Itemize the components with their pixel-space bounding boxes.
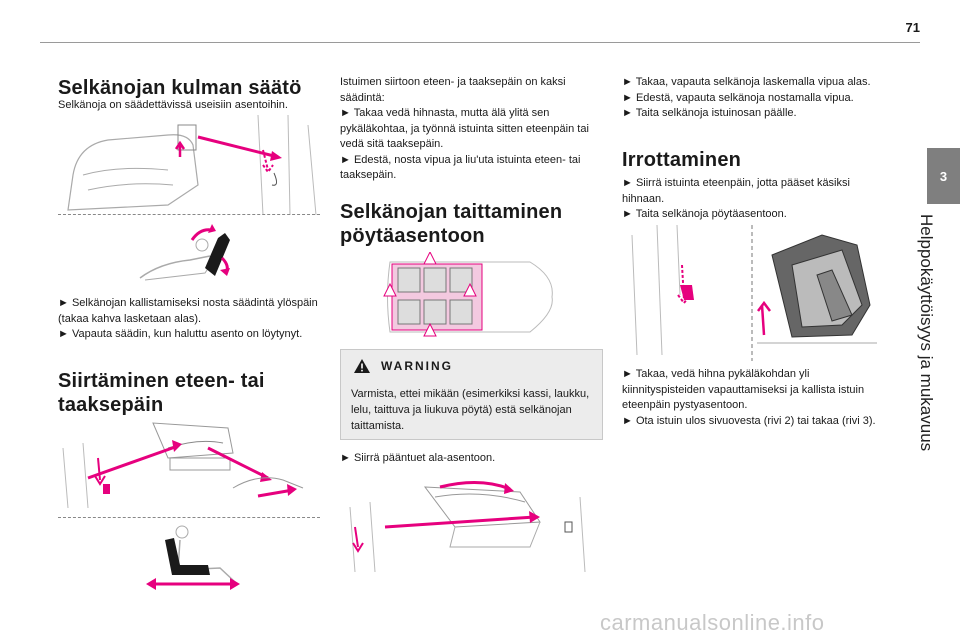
removal-final-2: ► Ota istuin ulos sivuovesta (rivi 2) ta… <box>622 414 876 427</box>
fold-step-1: ► Takaa, vapauta selkänoja laskemalla vi… <box>622 76 871 88</box>
steps-backrest: ► Selkänojan kallistamiseksi nosta säädi… <box>58 296 320 343</box>
warning-box: WARNING Varmista, ettei mikään (esimerki… <box>340 349 603 440</box>
header-rule <box>40 42 920 43</box>
steps-removal: ► Siirrä istuinta eteenpäin, jotta pääse… <box>622 176 884 223</box>
illustration-seat-layout-top <box>383 252 553 337</box>
steps-slide: Istuimen siirtoon eteen- ja taaksepäin o… <box>340 75 602 184</box>
slide-step-2: ► Edestä, nosta vipua ja liu'uta istuint… <box>340 153 581 182</box>
divider-dashed <box>58 214 320 215</box>
removal-step-2: ► Taita selkänoja pöytäasentoon. <box>622 208 787 220</box>
page-number: 71 <box>905 20 920 35</box>
heading-backrest-angle: Selkänojan kulman säätö <box>58 77 302 99</box>
slide-step-1: ► Takaa vedä hihnasta, mutta älä ylitä s… <box>340 107 589 150</box>
heading-table-position: Selkänojan taittaminen pöytäasentoon <box>340 201 563 247</box>
illustration-seat-recline <box>139 224 230 281</box>
removal-final-1: ► Takaa, vedä hihna pykäläkohdan yli kii… <box>622 368 865 411</box>
chapter-tab[interactable]: 3 <box>927 148 960 204</box>
illustration-seat-forward-back <box>146 525 240 590</box>
illustration-backrest-lever <box>67 115 317 215</box>
illustration-fold-backrest <box>349 480 586 573</box>
watermark: carmanualsonline.info <box>600 610 825 635</box>
slide-intro: Istuimen siirtoon eteen- ja taaksepäin o… <box>340 76 566 104</box>
heading-slide-seat: Siirtäminen eteen- tai taaksepäin <box>58 370 265 416</box>
step-backrest-2: ► Vapauta säädin, kun haluttu asento on … <box>58 328 303 340</box>
divider-dashed-2 <box>58 517 320 518</box>
warning-header: WARNING <box>353 358 453 374</box>
illustration-seat-slide <box>62 422 304 509</box>
chapter-title-text: Helppokäyttöisyys ja mukavuus <box>917 214 936 452</box>
warning-title: WARNING <box>381 359 453 373</box>
step-headrests: ► Siirrä pääntuet ala-asentoon. <box>340 452 496 464</box>
fold-step-2: ► Edestä, vapauta selkänoja nostamalla v… <box>622 91 854 104</box>
illustration-removal <box>631 225 877 361</box>
steps-fold: ► Takaa, vapauta selkänoja laskemalla vi… <box>622 75 884 122</box>
chapter-title: Helppokäyttöisyys ja mukavuus <box>915 214 937 514</box>
warning-text: Varmista, ettei mikään (esimerkiksi kass… <box>351 388 590 432</box>
heading-removal: Irrottaminen <box>622 149 742 171</box>
step-backrest-1: ► Selkänojan kallistamiseksi nosta säädi… <box>58 297 318 325</box>
intro-backrest: Selkänoja on säädettävissä useisiin asen… <box>58 99 288 111</box>
fold-step-3: ► Taita selkänoja istuinosan päälle. <box>622 107 797 119</box>
removal-step-1: ► Siirrä istuinta eteenpäin, jotta pääse… <box>622 177 850 205</box>
warning-triangle-icon <box>354 359 370 373</box>
steps-removal-final: ► Takaa, vedä hihna pykäläkohdan yli kii… <box>622 367 884 429</box>
